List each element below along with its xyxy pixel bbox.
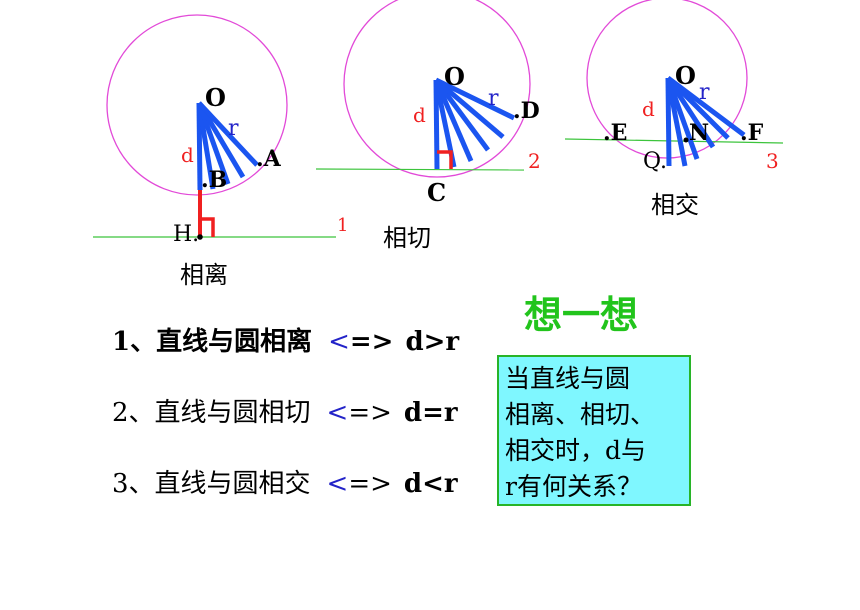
label-n: N	[689, 120, 709, 146]
relation-label: 3、直线与圆相交	[112, 469, 311, 499]
relation-formula: d<r	[403, 469, 458, 499]
radius-line-2f	[434, 77, 516, 121]
radius-line-3c	[665, 77, 700, 160]
circle-2	[343, 0, 531, 178]
relation-label: 1、直线与圆相离	[112, 327, 313, 357]
right-angle-mark-2	[437, 150, 453, 169]
dot-h	[197, 234, 203, 240]
radius-line-3d	[665, 76, 716, 149]
label-o-1: O	[205, 83, 226, 112]
label-o-2: O	[444, 62, 465, 91]
arrow-rest: =>	[349, 327, 394, 357]
radius-line-2c	[433, 79, 474, 162]
label-o-3: O	[675, 61, 696, 90]
dot-n	[683, 137, 689, 143]
label-a: .A	[256, 146, 282, 172]
radius-line-1c	[196, 102, 231, 185]
relation-formula: d>r	[405, 327, 460, 357]
radius-line-2d	[433, 78, 491, 152]
label-r-1: r	[228, 116, 239, 141]
arrow-lt: <	[326, 398, 349, 428]
diagram-intersect: O r d .E N .F Q. 3 相交	[564, 0, 784, 219]
diagram-tangent: O r d .D C 2 相切	[315, 0, 541, 252]
right-angle-mark-1	[200, 217, 215, 237]
arrow-lt: <	[326, 469, 349, 499]
radius-line-3a	[665, 77, 672, 167]
label-d-point: .D	[513, 98, 540, 124]
question-box: 当直线与圆 相离、相切、 相交时，d与 r有何关系？	[497, 355, 691, 506]
label-h: H.	[173, 222, 199, 247]
label-e: .E	[603, 120, 627, 146]
caption-tangent: 相切	[383, 224, 431, 252]
label-c: C	[427, 178, 446, 207]
relation-formula: d=r	[403, 398, 458, 428]
line-3	[564, 138, 784, 144]
label-f: .F	[740, 120, 764, 146]
arrow-rest: =>	[348, 398, 392, 428]
label-r-3: r	[699, 80, 710, 105]
relation-label: 2、直线与圆相切	[112, 398, 311, 428]
label-r-2: r	[488, 86, 499, 111]
radius-line-1d	[196, 101, 246, 179]
question-line: r有何关系？	[505, 472, 642, 501]
label-d-1: d	[181, 143, 194, 167]
question-line: 相交时，d与	[505, 436, 647, 465]
label-d-3: d	[642, 97, 655, 121]
caption-separate: 相离	[180, 261, 228, 289]
arrow-rest: =>	[348, 469, 392, 499]
relation-row-separate: 1、直线与圆相离 <=> d>r	[112, 321, 459, 358]
question-line: 相离、相切、	[505, 400, 656, 429]
radius-line-2e	[434, 78, 505, 139]
radius-line-2a	[433, 79, 440, 170]
question-line: 当直线与圆	[505, 364, 631, 393]
radius-line-3f	[666, 76, 746, 137]
relation-row-intersect: 3、直线与圆相交 <=> d<r	[112, 463, 458, 500]
label-q: Q.	[643, 149, 667, 174]
caption-intersect: 相交	[651, 191, 699, 219]
line-number-1: 1	[337, 215, 348, 236]
label-d-2: d	[413, 103, 426, 127]
circle-1	[106, 14, 288, 196]
line-2	[315, 168, 525, 171]
radius-line-1e	[197, 101, 259, 167]
line-number-3: 3	[766, 149, 779, 173]
arrow-lt: <	[328, 327, 350, 357]
diagram-separate: O r d .A .B H. 1 相离	[93, 14, 348, 289]
radius-line-1b	[196, 102, 216, 190]
think-title: 想一想	[524, 293, 639, 337]
label-b: .B	[201, 167, 227, 193]
line-number-2: 2	[528, 149, 541, 173]
relation-row-tangent: 2、直线与圆相切 <=> d=r	[112, 392, 458, 429]
